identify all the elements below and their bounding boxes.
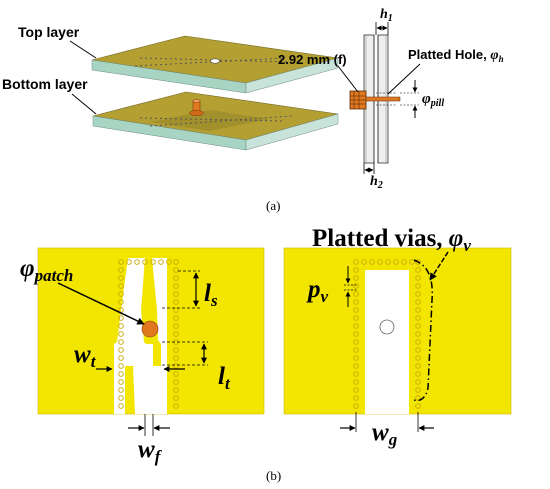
right-board bbox=[283, 247, 512, 415]
center-hole bbox=[379, 319, 395, 335]
panel-b: φpatch ls lt wt wf bbox=[20, 225, 512, 483]
top-layer-label: Top layer bbox=[18, 24, 80, 40]
right-via-column-2 bbox=[415, 259, 421, 409]
left-via-column-2 bbox=[173, 259, 179, 409]
ground-slot bbox=[365, 270, 409, 414]
h1-label: h1 bbox=[380, 7, 393, 24]
top-hole bbox=[210, 58, 220, 64]
bottom-layer-label: Bottom layer bbox=[2, 76, 88, 92]
cross-section bbox=[349, 34, 401, 164]
patch-leader bbox=[57, 282, 145, 325]
caption-b: (b) bbox=[266, 468, 281, 483]
right-via-top-row bbox=[361, 259, 415, 265]
caption-a: (a) bbox=[266, 198, 280, 213]
left-via-top-row bbox=[126, 259, 172, 265]
slot-shape bbox=[114, 258, 146, 414]
plated-hole-leader bbox=[387, 63, 421, 95]
vias-leader bbox=[429, 251, 449, 281]
wg-label: wg bbox=[372, 419, 398, 449]
bottom-board bbox=[92, 91, 339, 151]
connector-label: 2.92 mm (f) bbox=[278, 52, 347, 67]
pv-label: pv bbox=[306, 276, 329, 306]
patch-circle bbox=[141, 320, 159, 338]
ls-label: ls bbox=[204, 280, 218, 310]
connector-leader bbox=[337, 65, 359, 93]
left-board bbox=[37, 247, 265, 415]
vias-highlight-outline bbox=[413, 259, 433, 402]
plated-hole-label: Platted Hole, φh bbox=[408, 47, 504, 64]
panel-a: Top layer Bottom layer bbox=[2, 7, 504, 213]
h2-label: h2 bbox=[370, 174, 383, 191]
right-via-column-1 bbox=[353, 259, 359, 409]
vias-label: Platted vias, φv bbox=[312, 225, 471, 255]
bottom-layer-leader bbox=[71, 93, 97, 115]
center-pin bbox=[365, 96, 401, 102]
pill-label: φpill bbox=[422, 91, 444, 109]
top-layer-leader bbox=[69, 40, 97, 59]
wt-label: wt bbox=[74, 341, 97, 371]
top-board bbox=[91, 35, 339, 94]
patch-label: φpatch bbox=[20, 255, 73, 285]
left-via-column-1 bbox=[118, 259, 124, 409]
lt-label: lt bbox=[218, 363, 231, 393]
wf-label: wf bbox=[138, 436, 163, 466]
